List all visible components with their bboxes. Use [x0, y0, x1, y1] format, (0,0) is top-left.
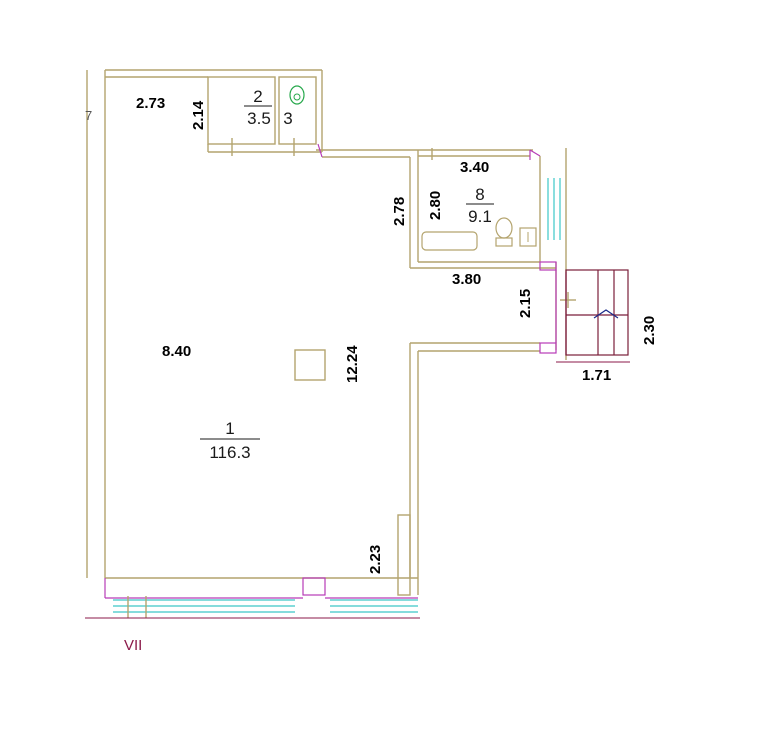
dim-main-length: 12.24 [344, 345, 361, 383]
dimension-labels: 2.73 2.14 3.40 2.78 2.80 3.80 2.15 2.30 … [136, 95, 658, 574]
dim-bath-height-outer: 2.78 [391, 197, 408, 226]
room-labels: 1 116.3 2 3.5 3 8 9.1 [200, 87, 494, 462]
sink-icon [519, 227, 537, 247]
dim-wall-segment: 2.23 [367, 545, 384, 574]
edge-mark: 7 [85, 108, 92, 123]
dim-top-left-height: 2.14 [190, 100, 207, 130]
room-1-number: 1 [225, 419, 234, 438]
grid-lines [85, 361, 630, 619]
bathtub-icon [421, 231, 478, 251]
walls [86, 69, 567, 596]
stair-arrow-icon [593, 309, 619, 319]
room-8-number: 8 [475, 185, 484, 204]
toilet-tank-icon [495, 237, 513, 247]
stairs [565, 269, 629, 356]
dim-bath-width: 3.40 [460, 159, 489, 176]
dim-stair-height: 2.30 [641, 316, 658, 345]
windows [113, 138, 576, 618]
dim-stair-width: 1.71 [582, 367, 611, 384]
fixtures [289, 85, 537, 251]
wc-icon [289, 85, 305, 105]
room-3-number: 3 [283, 109, 292, 128]
room-8-area: 9.1 [468, 207, 492, 226]
room-2-number: 2 [253, 87, 262, 106]
room-2-area: 3.5 [247, 109, 271, 128]
dim-top-left-width: 2.73 [136, 95, 165, 112]
dim-main-width: 8.40 [162, 343, 191, 360]
room-1-area: 116.3 [209, 443, 250, 462]
dim-corridor-height: 2.15 [517, 289, 534, 318]
door-marks [104, 143, 567, 599]
wc-bowl-icon [293, 93, 301, 101]
toilet-icon [495, 217, 513, 239]
axis-label: VII [124, 637, 142, 654]
dim-bath-bottom-width: 3.80 [452, 271, 481, 288]
dim-bath-height-inner: 2.80 [427, 191, 444, 220]
